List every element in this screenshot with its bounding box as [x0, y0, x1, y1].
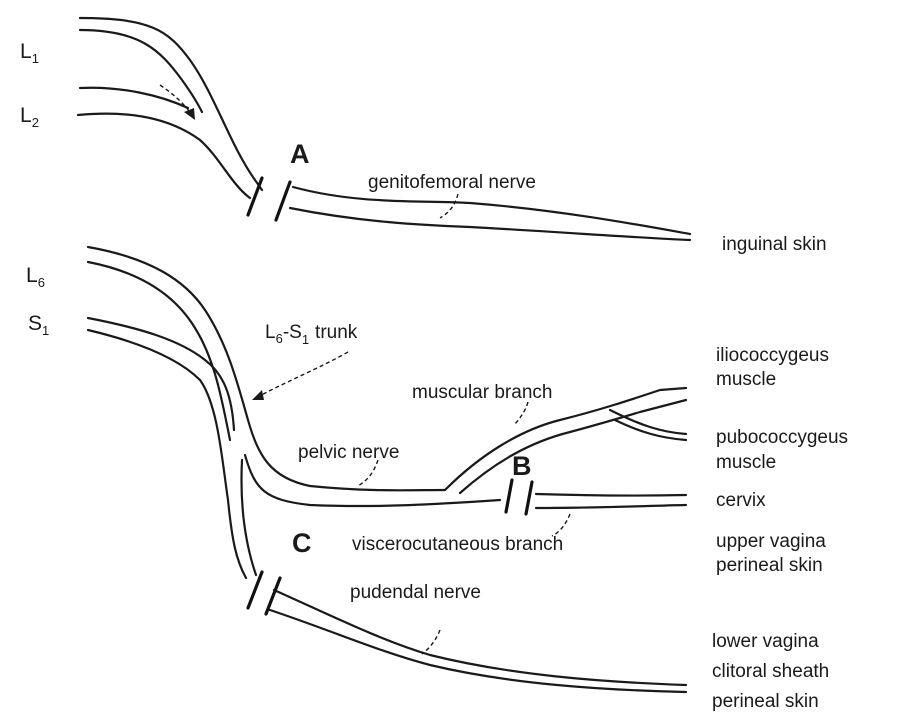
- viscero-branch-bottom: [536, 505, 686, 508]
- muscular-branch-fork-2: [615, 420, 686, 440]
- viscerocutaneous-leader: [552, 514, 570, 536]
- genitofemoral-leader: [440, 194, 458, 218]
- target-perineal-skin-upper: perineal skin: [716, 555, 823, 576]
- target-lower-vagina: lower vagina: [712, 631, 819, 652]
- genitofemoral-line-top: [293, 187, 690, 234]
- target-perineal-skin-lower: perineal skin: [712, 691, 819, 712]
- l6-root-line-bottom: [88, 262, 230, 440]
- cut-a-mark-2: [276, 182, 290, 220]
- viscerocutaneous-branch-label: viscerocutaneous branch: [352, 534, 563, 555]
- trunk-leader-arrowhead: [252, 390, 264, 400]
- pudendal-line-bottom: [270, 610, 686, 692]
- target-cervix: cervix: [716, 490, 766, 511]
- trunk-leader: [256, 352, 348, 398]
- l1-l2-merge-line: [80, 88, 188, 108]
- muscular-branch-label: muscular branch: [412, 382, 552, 403]
- target-iliococcygeus: iliococcygeus: [716, 345, 829, 366]
- cut-c-mark-1: [248, 572, 262, 608]
- target-clitoral-sheath: clitoral sheath: [712, 661, 829, 682]
- l1-root-line-bottom: [80, 30, 202, 112]
- root-label-l6: L6: [26, 264, 45, 290]
- target-pubococcygeus-muscle: muscle: [716, 452, 776, 473]
- genitofemoral-nerve-group: [78, 18, 690, 240]
- target-upper-vagina: upper vagina: [716, 531, 826, 552]
- pudendal-nerve-label: pudendal nerve: [350, 582, 481, 603]
- pudendal-leader: [422, 630, 440, 654]
- genitofemoral-nerve-label: genitofemoral nerve: [368, 172, 536, 193]
- target-pubococcygeus: pubococcygeus: [716, 427, 848, 448]
- l1-inner-arrowhead: [184, 108, 195, 120]
- muscular-branch-bottom: [460, 400, 686, 493]
- pelvic-nerve-leader: [358, 460, 378, 486]
- cut-c-mark-2: [266, 578, 280, 614]
- root-label-l1: L1: [20, 40, 39, 66]
- cut-label-c: C: [292, 528, 312, 558]
- cut-label-a: A: [290, 139, 310, 169]
- muscular-branch-leader: [515, 402, 528, 424]
- cut-b-mark-2: [526, 482, 532, 514]
- root-label-l2: L2: [20, 104, 39, 130]
- l2-root-line: [78, 114, 250, 198]
- target-iliococcygeus-muscle: muscle: [716, 369, 776, 390]
- cut-b-mark-1: [506, 480, 512, 512]
- pelvic-nerve-label: pelvic nerve: [298, 442, 399, 463]
- root-label-s1: S1: [28, 312, 49, 338]
- target-inguinal-skin: inguinal skin: [722, 234, 827, 255]
- s1-root-line-bottom: [88, 330, 246, 578]
- l1-root-line-top: [80, 18, 262, 190]
- pudendal-line-top: [274, 590, 686, 685]
- cut-a-mark-1: [248, 178, 262, 215]
- viscero-branch-top: [536, 494, 686, 496]
- cut-label-b: B: [512, 451, 532, 481]
